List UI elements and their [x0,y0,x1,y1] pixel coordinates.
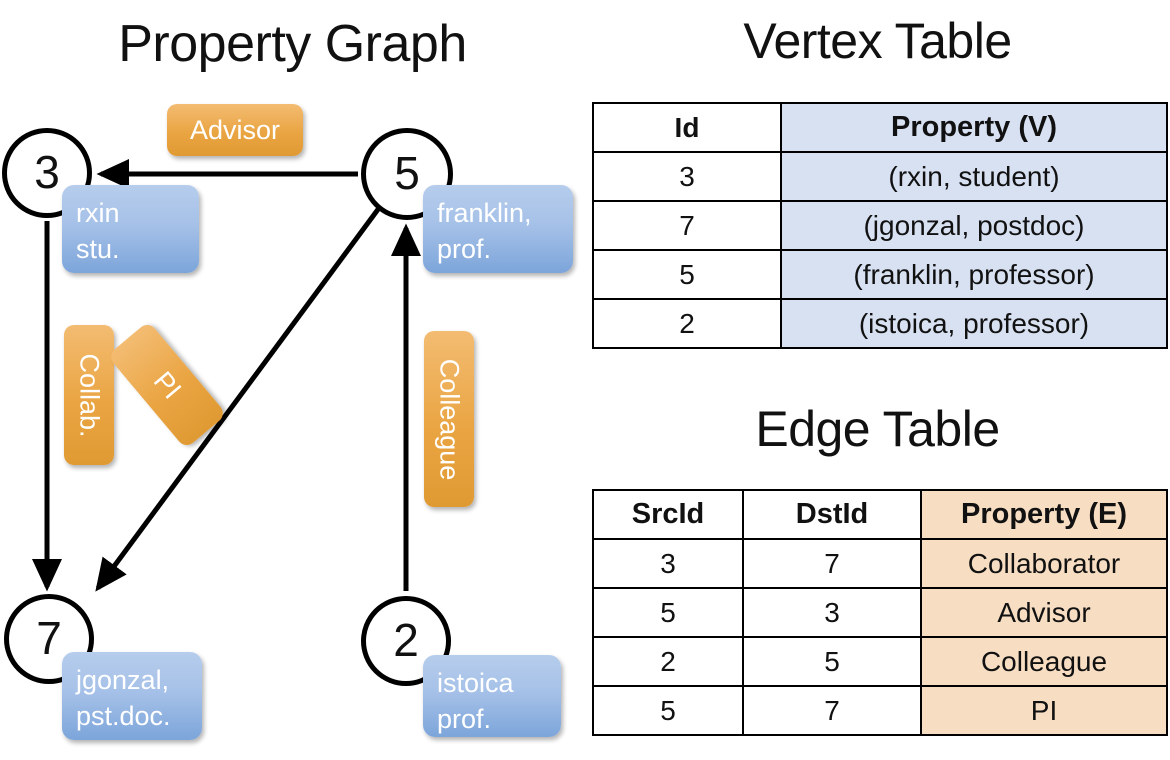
node-property-jgonzal-line1: jgonzal, [76,665,170,695]
edge-table-header-property: Property (E) [920,489,1168,540]
graph-node-5-label: 5 [394,147,420,199]
edge-table-header-srcid: SrcId [592,489,744,540]
graph-node-7-label: 7 [36,612,62,664]
node-property-jgonzal-line2: pst.doc. [76,701,171,732]
edge-5-to-7 [95,206,382,592]
edge-label-collab: Collab. [64,325,114,465]
table-row: 5 (franklin, professor) [592,249,1168,300]
edge-label-advisor: Advisor [167,104,303,156]
vertex-table-header-id: Id [592,102,782,153]
table-row: 5 3 Advisor [592,587,1168,638]
edge-label-pi-text: PI [147,365,188,405]
edge-label-colleague-text: Colleague [434,358,465,480]
graph-node-2[interactable]: 2 [361,596,451,686]
vertex-cell-property: (jgonzal, postdoc) [780,200,1168,251]
node-property-box-franklin: franklin, prof. [423,185,573,273]
edge-cell-dst: 5 [742,636,922,687]
vertex-cell-property: (franklin, professor) [780,249,1168,300]
node-property-franklin-line2: prof. [437,234,492,265]
edge-table-header-row: SrcId DstId Property (E) [592,489,1168,540]
edge-cell-src: 5 [592,685,744,736]
graph-edges [32,159,421,592]
edge-table: SrcId DstId Property (E) 3 7 Collaborato… [592,489,1168,736]
vertex-table-header-property: Property (V) [780,102,1168,153]
page-title-vertex-table: Vertex Table [743,13,1012,69]
edge-cell-dst: 7 [742,685,922,736]
table-row: 2 5 Colleague [592,636,1168,687]
page-title-edge-table: Edge Table [755,401,1000,457]
node-property-istoica-line2: prof. [437,704,492,735]
graph-node-2-label: 2 [393,614,419,666]
graph-node-5[interactable]: 5 [361,128,453,220]
vertex-cell-id: 7 [592,200,782,251]
node-property-franklin-line1: franklin, [437,198,532,228]
table-row: 5 7 PI [592,685,1168,736]
edge-cell-dst: 7 [742,538,922,589]
edge-table-header-dstid: DstId [742,489,922,540]
node-property-box-jgonzal: jgonzal, pst.doc. [62,652,202,740]
page-title-property-graph: Property Graph [118,15,467,73]
graph-node-3-label: 3 [34,146,60,198]
edge-cell-dst: 3 [742,587,922,638]
edge-cell-property: PI [920,685,1168,736]
vertex-cell-id: 3 [592,151,782,202]
edge-cell-src: 3 [592,538,744,589]
edge-cell-src: 5 [592,587,744,638]
edge-cell-property: Collaborator [920,538,1168,589]
edge-cell-src: 2 [592,636,744,687]
edge-label-advisor-text: Advisor [189,114,281,145]
edge-cell-property: Colleague [920,636,1168,687]
vertex-cell-property: (istoica, professor) [780,298,1168,349]
table-row: 2 (istoica, professor) [592,298,1168,349]
edge-label-colleague: Colleague [424,331,474,507]
vertex-cell-property: (rxin, student) [780,151,1168,202]
vertex-cell-id: 5 [592,249,782,300]
vertex-cell-id: 2 [592,298,782,349]
node-property-istoica-line1: istoica [437,668,514,698]
node-property-rxin-line2: stu. [76,234,120,265]
node-property-box-istoica: istoica prof. [423,655,561,737]
edge-cell-property: Advisor [920,587,1168,638]
vertex-table: Id Property (V) 3 (rxin, student) 7 (jgo… [592,102,1168,349]
table-row: 7 (jgonzal, postdoc) [592,200,1168,251]
node-property-rxin-line1: rxin [76,198,120,228]
table-row: 3 (rxin, student) [592,151,1168,202]
node-property-box-rxin: rxin stu. [62,185,199,273]
edge-label-collab-text: Collab. [74,352,105,438]
table-row: 3 7 Collaborator [592,538,1168,589]
vertex-table-header-row: Id Property (V) [592,102,1168,153]
